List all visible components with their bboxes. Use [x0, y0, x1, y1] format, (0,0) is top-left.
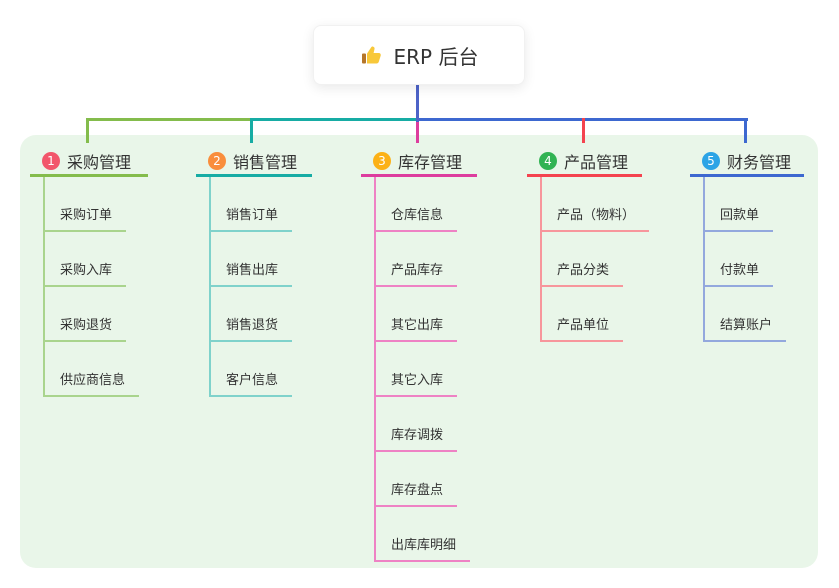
branch-title-label: 产品管理 [564, 153, 629, 172]
child-node[interactable]: 产品分类 [540, 232, 649, 287]
connector-drop-2 [250, 118, 253, 143]
child-node[interactable]: 采购退货 [43, 287, 139, 342]
branch-child-connector [540, 177, 542, 342]
branch-title-purchase[interactable]: 1 采购管理 [30, 148, 148, 177]
branch-inventory: 3 库存管理 仓库信息 产品库存 其它出库 其它入库 库存调拨 库存盘点 出库库… [361, 0, 477, 588]
child-node[interactable]: 客户信息 [209, 342, 293, 397]
child-node[interactable]: 付款单 [703, 232, 786, 287]
child-node[interactable]: 其它出库 [374, 287, 470, 342]
child-node[interactable]: 销售退货 [209, 287, 293, 342]
branch-product: 4 产品管理 产品（物料） 产品分类 产品单位 [527, 0, 650, 588]
branch-title-sales[interactable]: 2 销售管理 [196, 148, 312, 177]
connector-drop-3 [416, 122, 419, 143]
branch-number-badge: 1 [42, 152, 60, 170]
child-node[interactable]: 库存调拨 [374, 397, 470, 452]
branch-title-label: 财务管理 [727, 153, 792, 172]
child-node[interactable]: 产品库存 [374, 232, 470, 287]
child-node[interactable]: 结算账户 [703, 287, 787, 342]
child-node[interactable]: 产品单位 [540, 287, 649, 342]
child-node[interactable]: 仓库信息 [374, 177, 470, 232]
child-node[interactable]: 出库库明细 [374, 507, 471, 562]
child-node[interactable]: 供应商信息 [43, 342, 140, 397]
branch-child-connector [374, 177, 376, 562]
child-node[interactable]: 产品（物料） [540, 177, 650, 232]
branch-title-inventory[interactable]: 3 库存管理 [361, 148, 477, 177]
connector-drop-4 [582, 118, 585, 143]
branch-title-finance[interactable]: 5 财务管理 [690, 148, 804, 177]
branch-finance: 5 财务管理 回款单 付款单 结算账户 [690, 0, 804, 588]
child-node[interactable]: 销售订单 [209, 177, 293, 232]
connector-drop-5 [744, 118, 747, 143]
branch-child-connector [703, 177, 705, 342]
branch-title-label: 销售管理 [233, 153, 298, 172]
connector-branch-2 [251, 118, 418, 121]
child-node[interactable]: 回款单 [703, 177, 786, 232]
branches-panel [20, 135, 818, 568]
child-node[interactable]: 采购入库 [43, 232, 139, 287]
branch-number-badge: 4 [539, 152, 557, 170]
branch-title-label: 采购管理 [67, 153, 132, 172]
branch-title-product[interactable]: 4 产品管理 [527, 148, 642, 177]
root-label: ERP 后台 [393, 44, 479, 69]
branch-child-connector [209, 177, 211, 397]
thumbs-up-icon [360, 43, 384, 67]
connector-root [416, 83, 419, 122]
branch-title-label: 库存管理 [398, 153, 463, 172]
child-node[interactable]: 销售出库 [209, 232, 293, 287]
child-node[interactable]: 采购订单 [43, 177, 139, 232]
child-node[interactable]: 库存盘点 [374, 452, 470, 507]
branch-number-badge: 3 [373, 152, 391, 170]
branch-sales: 2 销售管理 销售订单 销售出库 销售退货 客户信息 [196, 0, 312, 588]
branch-child-connector [43, 177, 45, 397]
branch-number-badge: 5 [702, 152, 720, 170]
connector-drop-1 [86, 118, 89, 143]
child-node[interactable]: 其它入库 [374, 342, 470, 397]
branch-purchase: 1 采购管理 采购订单 采购入库 采购退货 供应商信息 [30, 0, 148, 588]
branch-number-badge: 2 [208, 152, 226, 170]
root-node[interactable]: ERP 后台 [313, 25, 525, 85]
